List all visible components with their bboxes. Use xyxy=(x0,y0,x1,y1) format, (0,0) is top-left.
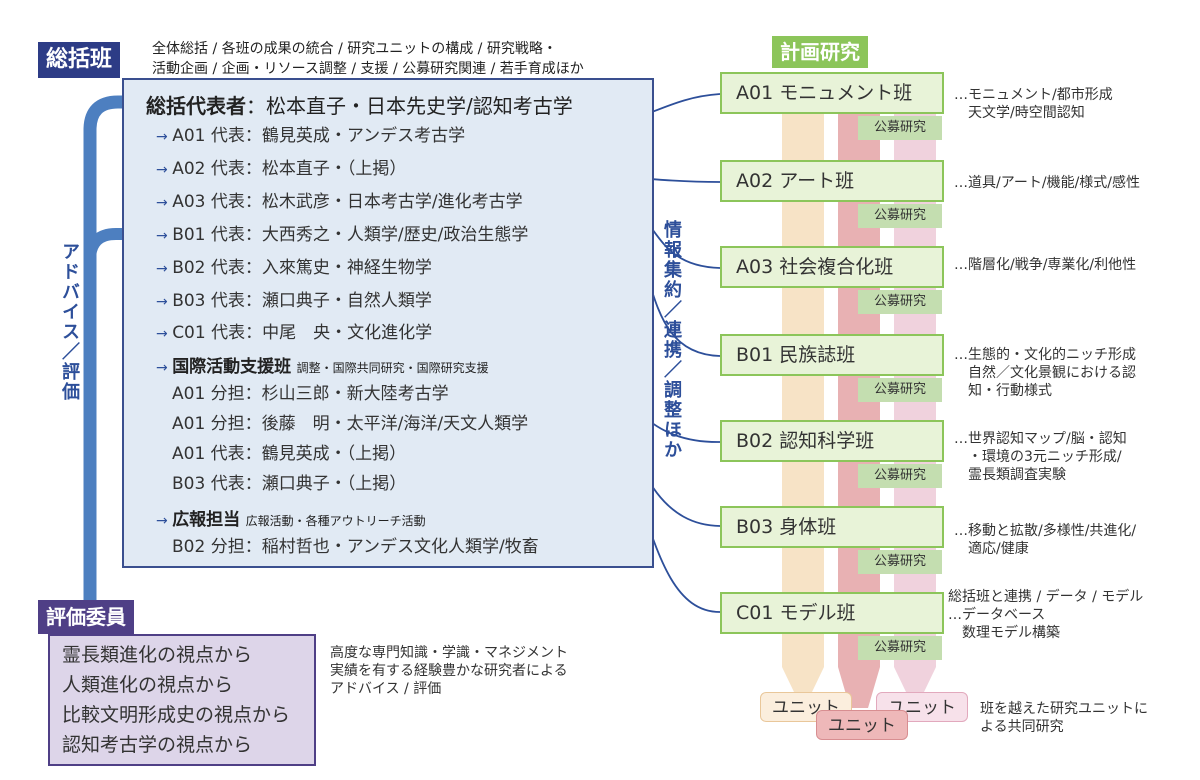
intl-member: A01 分担：後藤 明・太平洋/海洋/天文人類学 xyxy=(172,414,529,434)
team-a01: A01 モニュメント班 xyxy=(720,72,944,114)
unit-stripe-cream xyxy=(782,112,824,667)
arrow-right-icon: → xyxy=(156,360,173,376)
member-b02: B02 代表：入來篤史・神経生物学 xyxy=(172,258,432,278)
team-c01-desc: 総括班と連携 / データ / モデル …データベース 数理モデル構築 xyxy=(948,589,1144,641)
pr-label: 広報担当 xyxy=(172,510,241,530)
team-a01-desc: …モニュメント/都市形成 天文学/時空間認知 xyxy=(954,87,1113,121)
units-note: 班を越えた研究ユニットに よる共同研究 xyxy=(980,701,1148,735)
team-b02-desc: …世界認知マップ/脳・認知 ・環境の3元ニッチ形成/ 霊長類調査実験 xyxy=(954,431,1127,483)
intl-label: 国際活動支援班 xyxy=(172,357,292,377)
hyoka-label: 評価委員 xyxy=(38,600,134,634)
pr-member: B02 分担：稲村哲也・アンデス文化人類学/牧畜 xyxy=(172,537,539,557)
pr-note: 広報活動・各種アウトリーチ活動 xyxy=(245,514,426,528)
intl-member: B03 代表：瀬口典子・（上掲） xyxy=(172,474,407,494)
team-a03-desc: …階層化/戦争/専業化/利他性 xyxy=(954,257,1137,273)
advice-label: アドバイス／評価 xyxy=(59,242,80,402)
hyoka-box xyxy=(48,634,316,766)
keikaku-label: 計画研究 xyxy=(772,36,868,68)
hyoka-line: 比較文明形成史の視点から xyxy=(62,704,291,726)
arrow-right-icon: → xyxy=(156,294,173,310)
team-b01-desc: …生態的・文化的ニッチ形成 自然／文化景観における認 知・行動様式 xyxy=(954,347,1136,399)
member-row: → A03 代表：松木武彦・日本考古学/進化考古学 xyxy=(156,191,523,214)
hyoka-line: 認知考古学の視点から xyxy=(62,734,253,756)
arrow-right-icon: → xyxy=(156,195,173,211)
koubo-badge: 公募研究 xyxy=(858,636,942,660)
member-a02: A02 代表：松本直子・（上掲） xyxy=(172,159,407,179)
member-row: → B01 代表：大西秀之・人類学/歴史/政治生態学 xyxy=(156,224,528,247)
member-a03: A03 代表：松木武彦・日本考古学/進化考古学 xyxy=(172,192,523,212)
arrow-right-icon: → xyxy=(156,261,173,277)
team-b03-desc: …移動と拡散/多様性/共進化/ 適応/健康 xyxy=(954,523,1137,557)
sokatsu-head: 総括代表者：松本直子・日本先史学/認知考古学 xyxy=(146,90,573,119)
team-c01: C01 モデル班 xyxy=(720,592,944,634)
member-row: → A02 代表：松本直子・（上掲） xyxy=(156,158,406,181)
member-a01: A01 代表：鶴見英成・アンデス考古学 xyxy=(172,126,466,146)
team-a02-desc: …道具/アート/機能/様式/感性 xyxy=(954,175,1141,191)
member-b01: B01 代表：大西秀之・人類学/歴史/政治生態学 xyxy=(172,225,529,245)
arrow-right-icon: → xyxy=(156,513,173,529)
sokatsu-desc-line1: 全体総括 / 各班の成果の統合 / 研究ユニットの構成 / 研究戦略・ xyxy=(152,41,557,57)
hyoka-line: 霊長類進化の視点から xyxy=(62,644,253,666)
advice-arrow-branch xyxy=(84,228,128,261)
koubo-badge: 公募研究 xyxy=(858,116,942,140)
sokatsu-desc-line2: 活動企画 / 企画・リソース調整 / 支援 / 公募研究関連 / 若手育成ほか xyxy=(152,61,584,77)
unit-stripe-cream-tip xyxy=(782,667,824,692)
member-row: → C01 代表：中尾 央・文化進化学 xyxy=(156,322,432,345)
member-row: → A01 代表：鶴見英成・アンデス考古学 xyxy=(156,125,465,148)
member-c01: C01 代表：中尾 央・文化進化学 xyxy=(172,323,433,343)
unit-box-pink: ユニット xyxy=(876,692,968,722)
info-label: 情報集約／連携／調整ほか xyxy=(661,220,682,460)
sokatsu-head-label: 総括代表者 xyxy=(146,94,246,118)
koubo-badge: 公募研究 xyxy=(858,204,942,228)
koubo-badge: 公募研究 xyxy=(858,290,942,314)
team-b02: B02 認知科学班 xyxy=(720,420,944,462)
intl-note: 調整・国際共同研究・国際研究支援 xyxy=(296,361,489,375)
team-a03: A03 社会複合化班 xyxy=(720,246,944,288)
arrow-right-icon: → xyxy=(156,326,173,342)
advice-arrow xyxy=(83,95,128,600)
unit-stripe-pink-tip xyxy=(894,667,936,692)
sokatsu-label: 総括班 xyxy=(38,42,121,78)
intl-member: A01 分担：杉山三郎・新大陸考古学 xyxy=(172,384,449,404)
sokatsu-box xyxy=(122,78,654,568)
hyoka-line: 人類進化の視点から xyxy=(62,674,234,696)
arrow-right-icon: → xyxy=(156,129,173,145)
sokatsu-head-value: ：松本直子・日本先史学/認知考古学 xyxy=(246,94,573,118)
member-row: → B02 代表：入來篤史・神経生物学 xyxy=(156,257,432,280)
intl-member: A01 代表：鶴見英成・（上掲） xyxy=(172,444,407,464)
member-row: → B03 代表：瀬口典子・自然人類学 xyxy=(156,290,432,313)
team-a02: A02 アート班 xyxy=(720,160,944,202)
koubo-badge: 公募研究 xyxy=(858,464,942,488)
arrow-right-icon: → xyxy=(156,228,173,244)
koubo-badge: 公募研究 xyxy=(858,550,942,574)
koubo-badge: 公募研究 xyxy=(858,378,942,402)
arrow-right-icon: → xyxy=(156,162,173,178)
unit-box-red: ユニット xyxy=(816,710,908,740)
intl-header: → 国際活動支援班 調整・国際共同研究・国際研究支援 xyxy=(156,356,489,379)
pr-header: → 広報担当 広報活動・各種アウトリーチ活動 xyxy=(156,509,426,532)
team-b01: B01 民族誌班 xyxy=(720,334,944,376)
hyoka-note: 高度な専門知識・学識・マネジメント 実績を有する経験豊かな研究者による アドバイ… xyxy=(330,645,568,697)
team-b03: B03 身体班 xyxy=(720,506,944,548)
member-b03: B03 代表：瀬口典子・自然人類学 xyxy=(172,291,432,311)
